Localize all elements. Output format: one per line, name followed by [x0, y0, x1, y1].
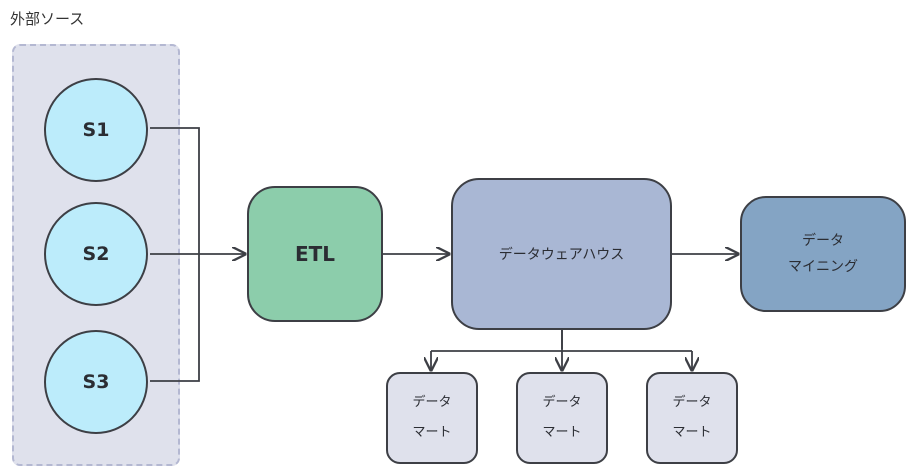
data-mart-label-line2: マート: [672, 425, 712, 440]
data-mining-label-line1: データ: [802, 233, 844, 249]
source-node-s1: S1: [44, 78, 148, 182]
connector-s1: [150, 127, 200, 254]
data-mart-node-2: データ マート: [516, 372, 608, 464]
data-mining-node: データ マイニング: [740, 196, 906, 312]
data-mart-label-line2: マート: [412, 425, 452, 440]
group-label: 外部ソース: [10, 10, 85, 28]
data-mart-node-3: データ マート: [646, 372, 738, 464]
data-mart-node-1: データ マート: [386, 372, 478, 464]
data-mart-label-line2: マート: [542, 425, 582, 440]
connector-s3: [150, 254, 200, 382]
source-node-s2: S2: [44, 202, 148, 306]
source-node-s3: S3: [44, 330, 148, 434]
data-warehouse-label: データウェアハウス: [498, 247, 625, 263]
etl-node: ETL: [247, 186, 383, 322]
data-mart-label-line1: データ: [672, 395, 712, 410]
data-mart-label-line1: データ: [412, 395, 452, 410]
etl-label: ETL: [294, 242, 336, 266]
data-mining-label-line2: マイニング: [788, 259, 858, 275]
data-mart-label-line1: データ: [542, 395, 582, 410]
data-warehouse-node: データウェアハウス: [451, 178, 672, 330]
